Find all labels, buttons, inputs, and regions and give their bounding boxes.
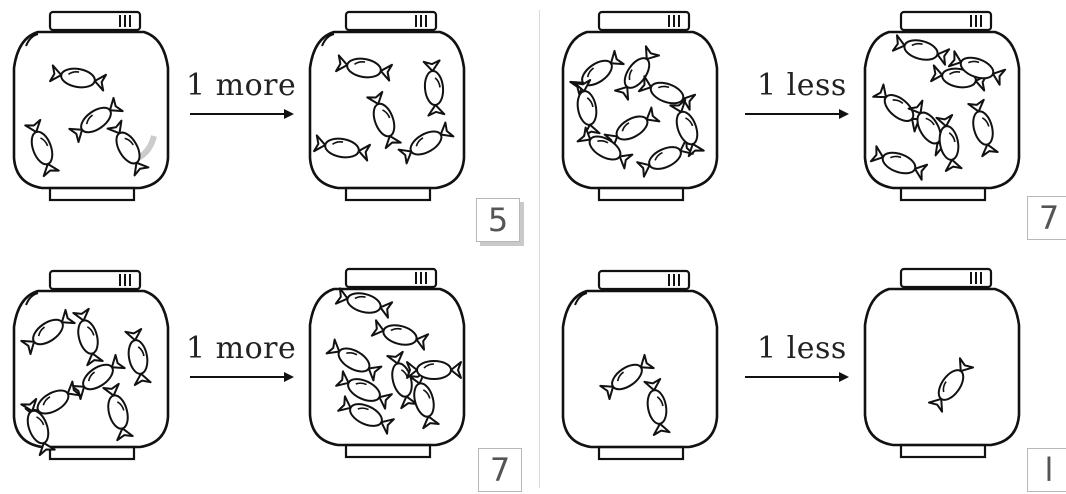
candy-icon	[21, 309, 76, 355]
jar-before	[8, 267, 174, 463]
candy-icon	[124, 329, 151, 385]
candy-icon	[600, 354, 655, 400]
answer-box[interactable]: 7	[478, 448, 522, 492]
operation-label: 1 more	[186, 68, 296, 103]
candy-icon	[107, 120, 150, 176]
candy-icon	[366, 92, 401, 149]
candy-icon	[336, 54, 392, 81]
candy-icon	[72, 309, 103, 366]
jar-after	[304, 8, 470, 204]
candy-icon	[314, 134, 370, 161]
answer-box[interactable]: l	[1027, 448, 1066, 492]
candy-icon	[967, 100, 998, 157]
candy-icon	[50, 64, 106, 91]
candy-icon	[928, 358, 974, 413]
candy-icon	[639, 75, 696, 110]
candy-icon	[102, 384, 133, 441]
answer-box[interactable]: 7	[1027, 196, 1066, 240]
arrow-icon	[190, 370, 294, 384]
jar-after	[859, 8, 1025, 204]
candy-icon	[871, 145, 928, 180]
candy-icon	[386, 352, 417, 409]
panel-bottom-right: 1 less l	[533, 247, 1066, 494]
candy-icon	[637, 138, 694, 177]
answer-box[interactable]: 5	[476, 198, 520, 242]
operation-label: 1 less	[757, 331, 847, 366]
candy-icon	[398, 122, 454, 165]
candy-icon	[326, 339, 382, 382]
arrow-icon	[190, 107, 294, 121]
arrow-icon	[745, 107, 849, 121]
jar-before	[557, 8, 723, 204]
candy-icon	[336, 287, 393, 318]
panel-top-right: 1 less 7	[533, 0, 1066, 247]
candy-icon	[643, 379, 670, 435]
operation-label: 1 less	[757, 68, 847, 103]
candy-icon	[69, 97, 124, 143]
panel-top-left: 1 more 5	[0, 0, 533, 247]
candy-icon	[408, 372, 439, 429]
candy-icon	[372, 319, 429, 350]
arrow-icon	[745, 370, 849, 384]
jar-after	[304, 265, 470, 461]
jar-after	[859, 265, 1025, 461]
candy-icon	[935, 115, 962, 171]
candy-icon	[893, 34, 950, 65]
candy-icon	[570, 50, 625, 96]
jar-before	[8, 8, 174, 204]
panel-bottom-left: 1 more 7	[0, 247, 533, 494]
jar-before	[557, 267, 723, 463]
operation-label: 1 more	[186, 331, 296, 366]
candy-icon	[423, 60, 446, 115]
candy-icon	[24, 120, 59, 177]
